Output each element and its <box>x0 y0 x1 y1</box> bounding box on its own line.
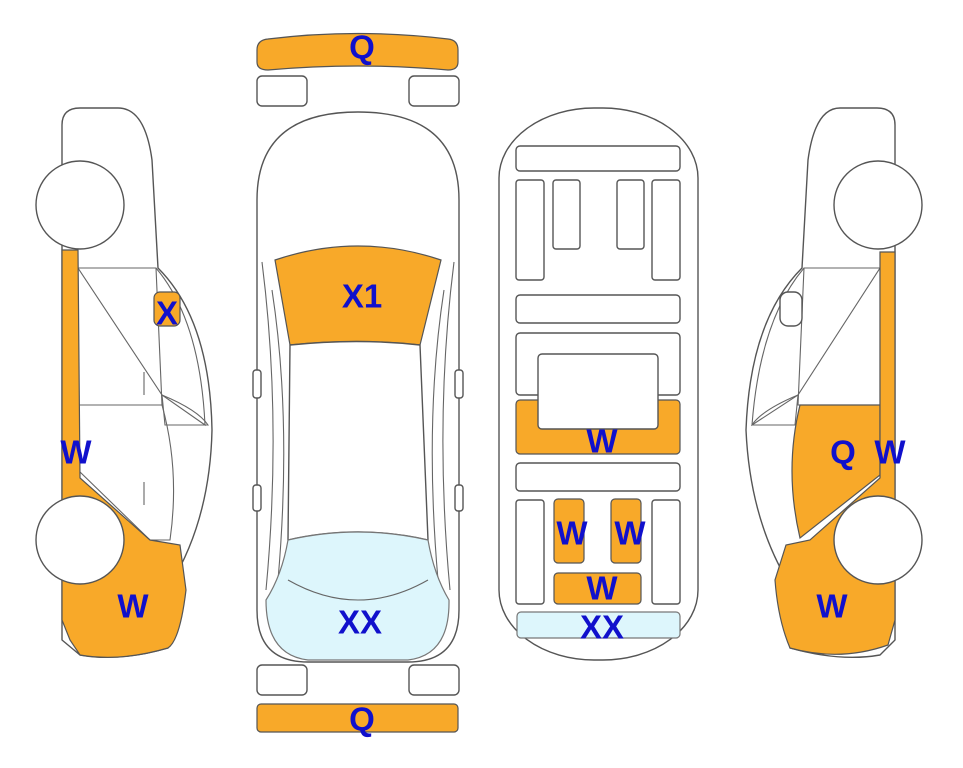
underbody-rear-glass-label: XX <box>580 609 624 646</box>
right-rear-quarter-label: W <box>816 588 848 625</box>
left-pillar-panel[interactable] <box>153 291 181 327</box>
front-right-light <box>408 75 460 107</box>
top-view <box>252 32 464 733</box>
right-side-line-inner <box>431 289 445 581</box>
left-side-line <box>261 261 274 591</box>
left-rear-quarter-label: W <box>117 588 149 625</box>
right-rear-wheel <box>833 495 923 585</box>
right-front-wheel <box>833 160 923 250</box>
right-side-line <box>442 261 455 591</box>
rear-window-label: XX <box>338 604 382 641</box>
underbody-mid-cross <box>515 294 681 324</box>
left-rear-door <box>77 404 175 541</box>
left-front-wheel <box>35 160 125 250</box>
right-rear-door-label: Q <box>830 434 856 471</box>
left-rocker-label: W <box>60 434 92 471</box>
rear-bumper-panel[interactable] <box>256 703 459 733</box>
left-rear-wheel <box>35 495 125 585</box>
right-side-view <box>745 107 923 659</box>
right-rocker-label: W <box>874 434 906 471</box>
underbody-rear-cross-label: W <box>586 570 618 607</box>
right-mirror <box>454 369 464 399</box>
right-rear-mirror <box>454 484 464 512</box>
underbody-rear-right-rail <box>651 499 681 605</box>
underbody-view <box>498 107 699 661</box>
left-front-window <box>76 267 206 427</box>
underbody-left-rail-label: W <box>556 515 588 552</box>
underbody-front-left-rail <box>515 179 545 281</box>
left-mirror-outline <box>161 394 210 426</box>
right-rear-door-panel[interactable] <box>791 404 881 540</box>
right-mirror-outline <box>750 394 799 426</box>
front-bumper-panel[interactable] <box>256 32 459 71</box>
rear-bumper-label: Q <box>349 701 375 738</box>
front-bumper-label: Q <box>349 29 375 66</box>
underbody-front-left-inner <box>552 179 581 250</box>
damage-labels: Q X1 XX Q X W W W W W W XX Q W W <box>60 29 906 738</box>
rear-glass-line <box>287 579 429 601</box>
left-side-view <box>35 107 213 659</box>
right-front-window <box>751 267 882 427</box>
rear-left-light <box>256 664 308 696</box>
windshield-label: X1 <box>342 278 382 315</box>
underbody-center-box <box>537 353 659 430</box>
underbody-right-rail-label: W <box>614 515 646 552</box>
underbody-front-cross <box>515 145 681 172</box>
left-door-pillar-label: X <box>156 295 178 332</box>
rear-glass-panel[interactable] <box>265 531 450 661</box>
underbody-front-right-rail <box>651 179 681 281</box>
front-left-light <box>256 75 308 107</box>
underbody-left-rail-panel[interactable] <box>553 498 585 564</box>
right-fuel-cap <box>779 291 803 327</box>
underbody-center-label: W <box>586 423 618 460</box>
left-rear-mirror <box>252 484 262 512</box>
underbody-right-rail-panel[interactable] <box>610 498 642 564</box>
rear-right-light <box>408 664 460 696</box>
underbody-lower-cross <box>515 462 681 492</box>
underbody-rear-glass-panel[interactable] <box>516 611 681 639</box>
roof-panel <box>287 340 429 541</box>
left-mirror <box>252 369 262 399</box>
underbody-rear-cross-panel[interactable] <box>553 572 642 605</box>
underbody-front-right-inner <box>616 179 645 250</box>
underbody-rear-left-rail <box>515 499 545 605</box>
left-side-line-inner <box>271 289 285 581</box>
